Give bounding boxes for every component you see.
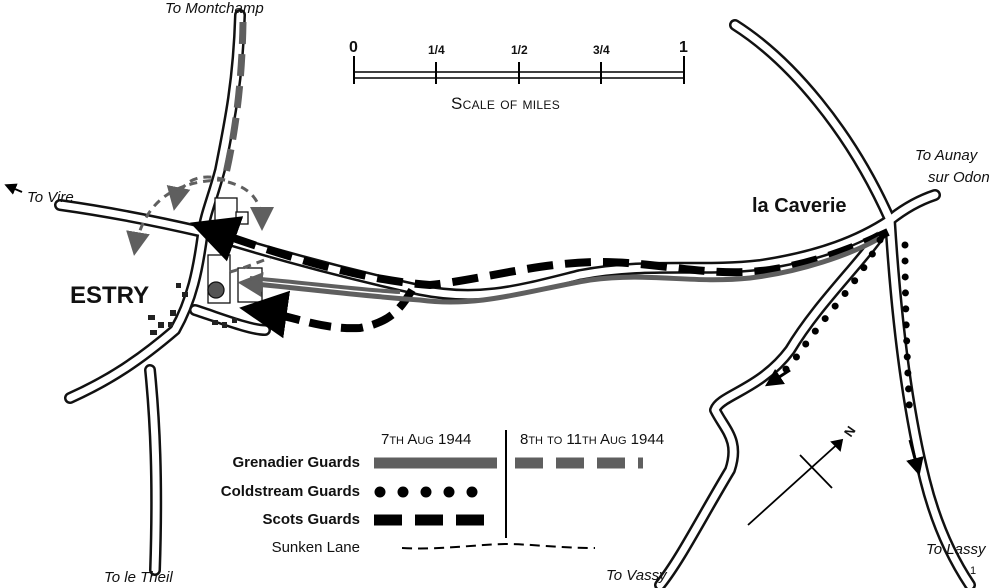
label-to-lassy: To Lassy (926, 541, 986, 558)
label-to-vassy: To Vassy (606, 567, 667, 584)
label-to-vire: To Vire (27, 189, 74, 206)
label-estry: ESTRY (70, 282, 150, 309)
coldstream-guards-vassy-route (771, 236, 884, 382)
label-to-montchamp: To Montchamp (165, 0, 264, 17)
label-to-aunay-1: To Aunay (915, 147, 978, 164)
legend-name-sunken-lane: Sunken Lane (271, 539, 360, 556)
legend-date-col-1: 7th Aug 1944 (381, 431, 472, 448)
road-to-lassy (884, 214, 976, 588)
legend-sunken-lane (401, 542, 596, 550)
scots-guards-hook (239, 287, 416, 339)
scale-bar (353, 56, 685, 84)
grenadier-guards-loops (126, 175, 274, 274)
scots-guards-route (189, 216, 890, 290)
legend-name-grenadier: Grenadier Guards (232, 454, 360, 471)
label-la-caverie: la Caverie (752, 195, 847, 217)
legend-date-col-2: 8th to 11th Aug 1944 (520, 431, 665, 448)
scale-tick-quarter: 1/4 (428, 43, 445, 57)
label-to-le-theil: To le Theil (104, 569, 173, 586)
grenadier-guards-dashed-north (221, 21, 247, 179)
coldstream-vassy-arrow (764, 368, 791, 387)
legend-symbols (374, 430, 643, 550)
scale-tick-1: 1 (679, 39, 688, 56)
grenadier-guards-inner (249, 276, 401, 294)
label-to-aunay-2: sur Odon (928, 169, 990, 186)
scale-caption: Scale of miles (451, 94, 561, 113)
scale-tick-three-quarter: 3/4 (593, 43, 610, 57)
road-to-aunay-northwest (729, 19, 896, 226)
coldstream-lassy-arrow (906, 439, 924, 476)
legend-name-scots: Scots Guards (262, 511, 360, 528)
grenadier-guards-route (237, 235, 882, 305)
scale-tick-half: 1/2 (511, 43, 528, 57)
vire-arrow (4, 183, 23, 195)
compass-icon (747, 438, 844, 526)
page-mark: 1 (970, 565, 977, 577)
legend-name-coldstream: Coldstream Guards (220, 483, 360, 500)
scale-tick-0: 0 (349, 39, 358, 56)
